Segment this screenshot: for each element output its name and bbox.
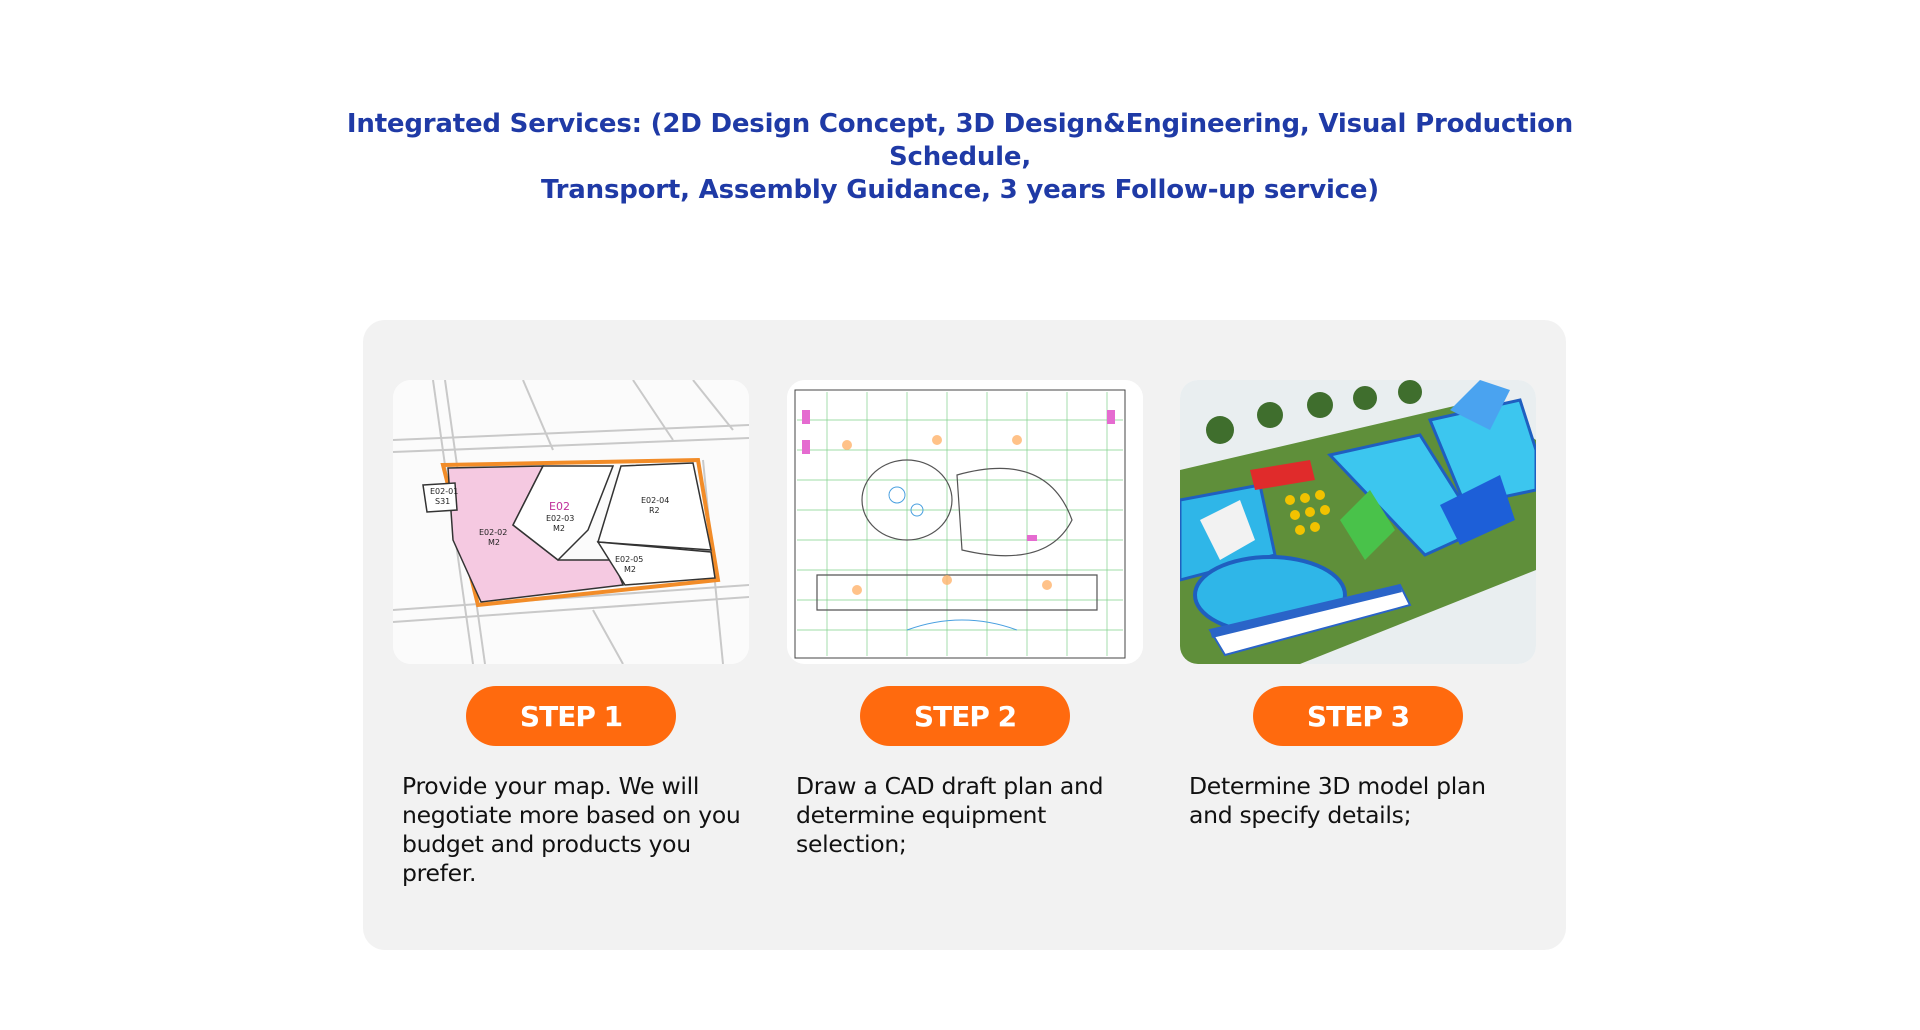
step-1-button[interactable]: STEP 1 bbox=[466, 686, 676, 746]
step-3-3d-model-image bbox=[1180, 380, 1536, 664]
step-2-cad-image bbox=[787, 380, 1143, 664]
step-3-description: Determine 3D model plan and specify deta… bbox=[1189, 772, 1486, 829]
parcel-label: M2 bbox=[624, 565, 636, 574]
page-headline: Integrated Services: (2D Design Concept,… bbox=[300, 108, 1620, 207]
parcel-label: E02 bbox=[549, 500, 570, 513]
step-2-card: STEP 2 Draw a CAD draft plan and determi… bbox=[787, 380, 1143, 859]
step-1-map-image: E02-01 S31 E02-02 M2 E02 E02-03 M2 E02-0… bbox=[393, 380, 749, 664]
parcel-label: E02-04 bbox=[641, 496, 669, 505]
headline-line-1: Integrated Services: (2D Design Concept,… bbox=[346, 109, 1574, 172]
parcel-label: E02-05 bbox=[615, 555, 643, 564]
parcel-label: R2 bbox=[649, 506, 660, 515]
parcel-label: E02-01 bbox=[430, 487, 458, 496]
parcel-label: S31 bbox=[435, 497, 450, 506]
parcel-label: E02-02 bbox=[479, 528, 507, 537]
step-2-button[interactable]: STEP 2 bbox=[860, 686, 1070, 746]
parcel-label: M2 bbox=[488, 538, 500, 547]
step-2-description: Draw a CAD draft plan and determine equi… bbox=[796, 772, 1104, 858]
steps-panel: E02-01 S31 E02-02 M2 E02 E02-03 M2 E02-0… bbox=[363, 320, 1566, 950]
parcel-label: E02-03 bbox=[546, 514, 574, 523]
step-1-description: Provide your map. We will negotiate more… bbox=[402, 772, 741, 887]
headline-line-2: Transport, Assembly Guidance, 3 years Fo… bbox=[541, 175, 1379, 205]
step-1-card: E02-01 S31 E02-02 M2 E02 E02-03 M2 E02-0… bbox=[393, 380, 749, 888]
parcel-label: M2 bbox=[553, 524, 565, 533]
step-3-card: STEP 3 Determine 3D model plan and speci… bbox=[1180, 380, 1536, 830]
step-3-button[interactable]: STEP 3 bbox=[1253, 686, 1463, 746]
